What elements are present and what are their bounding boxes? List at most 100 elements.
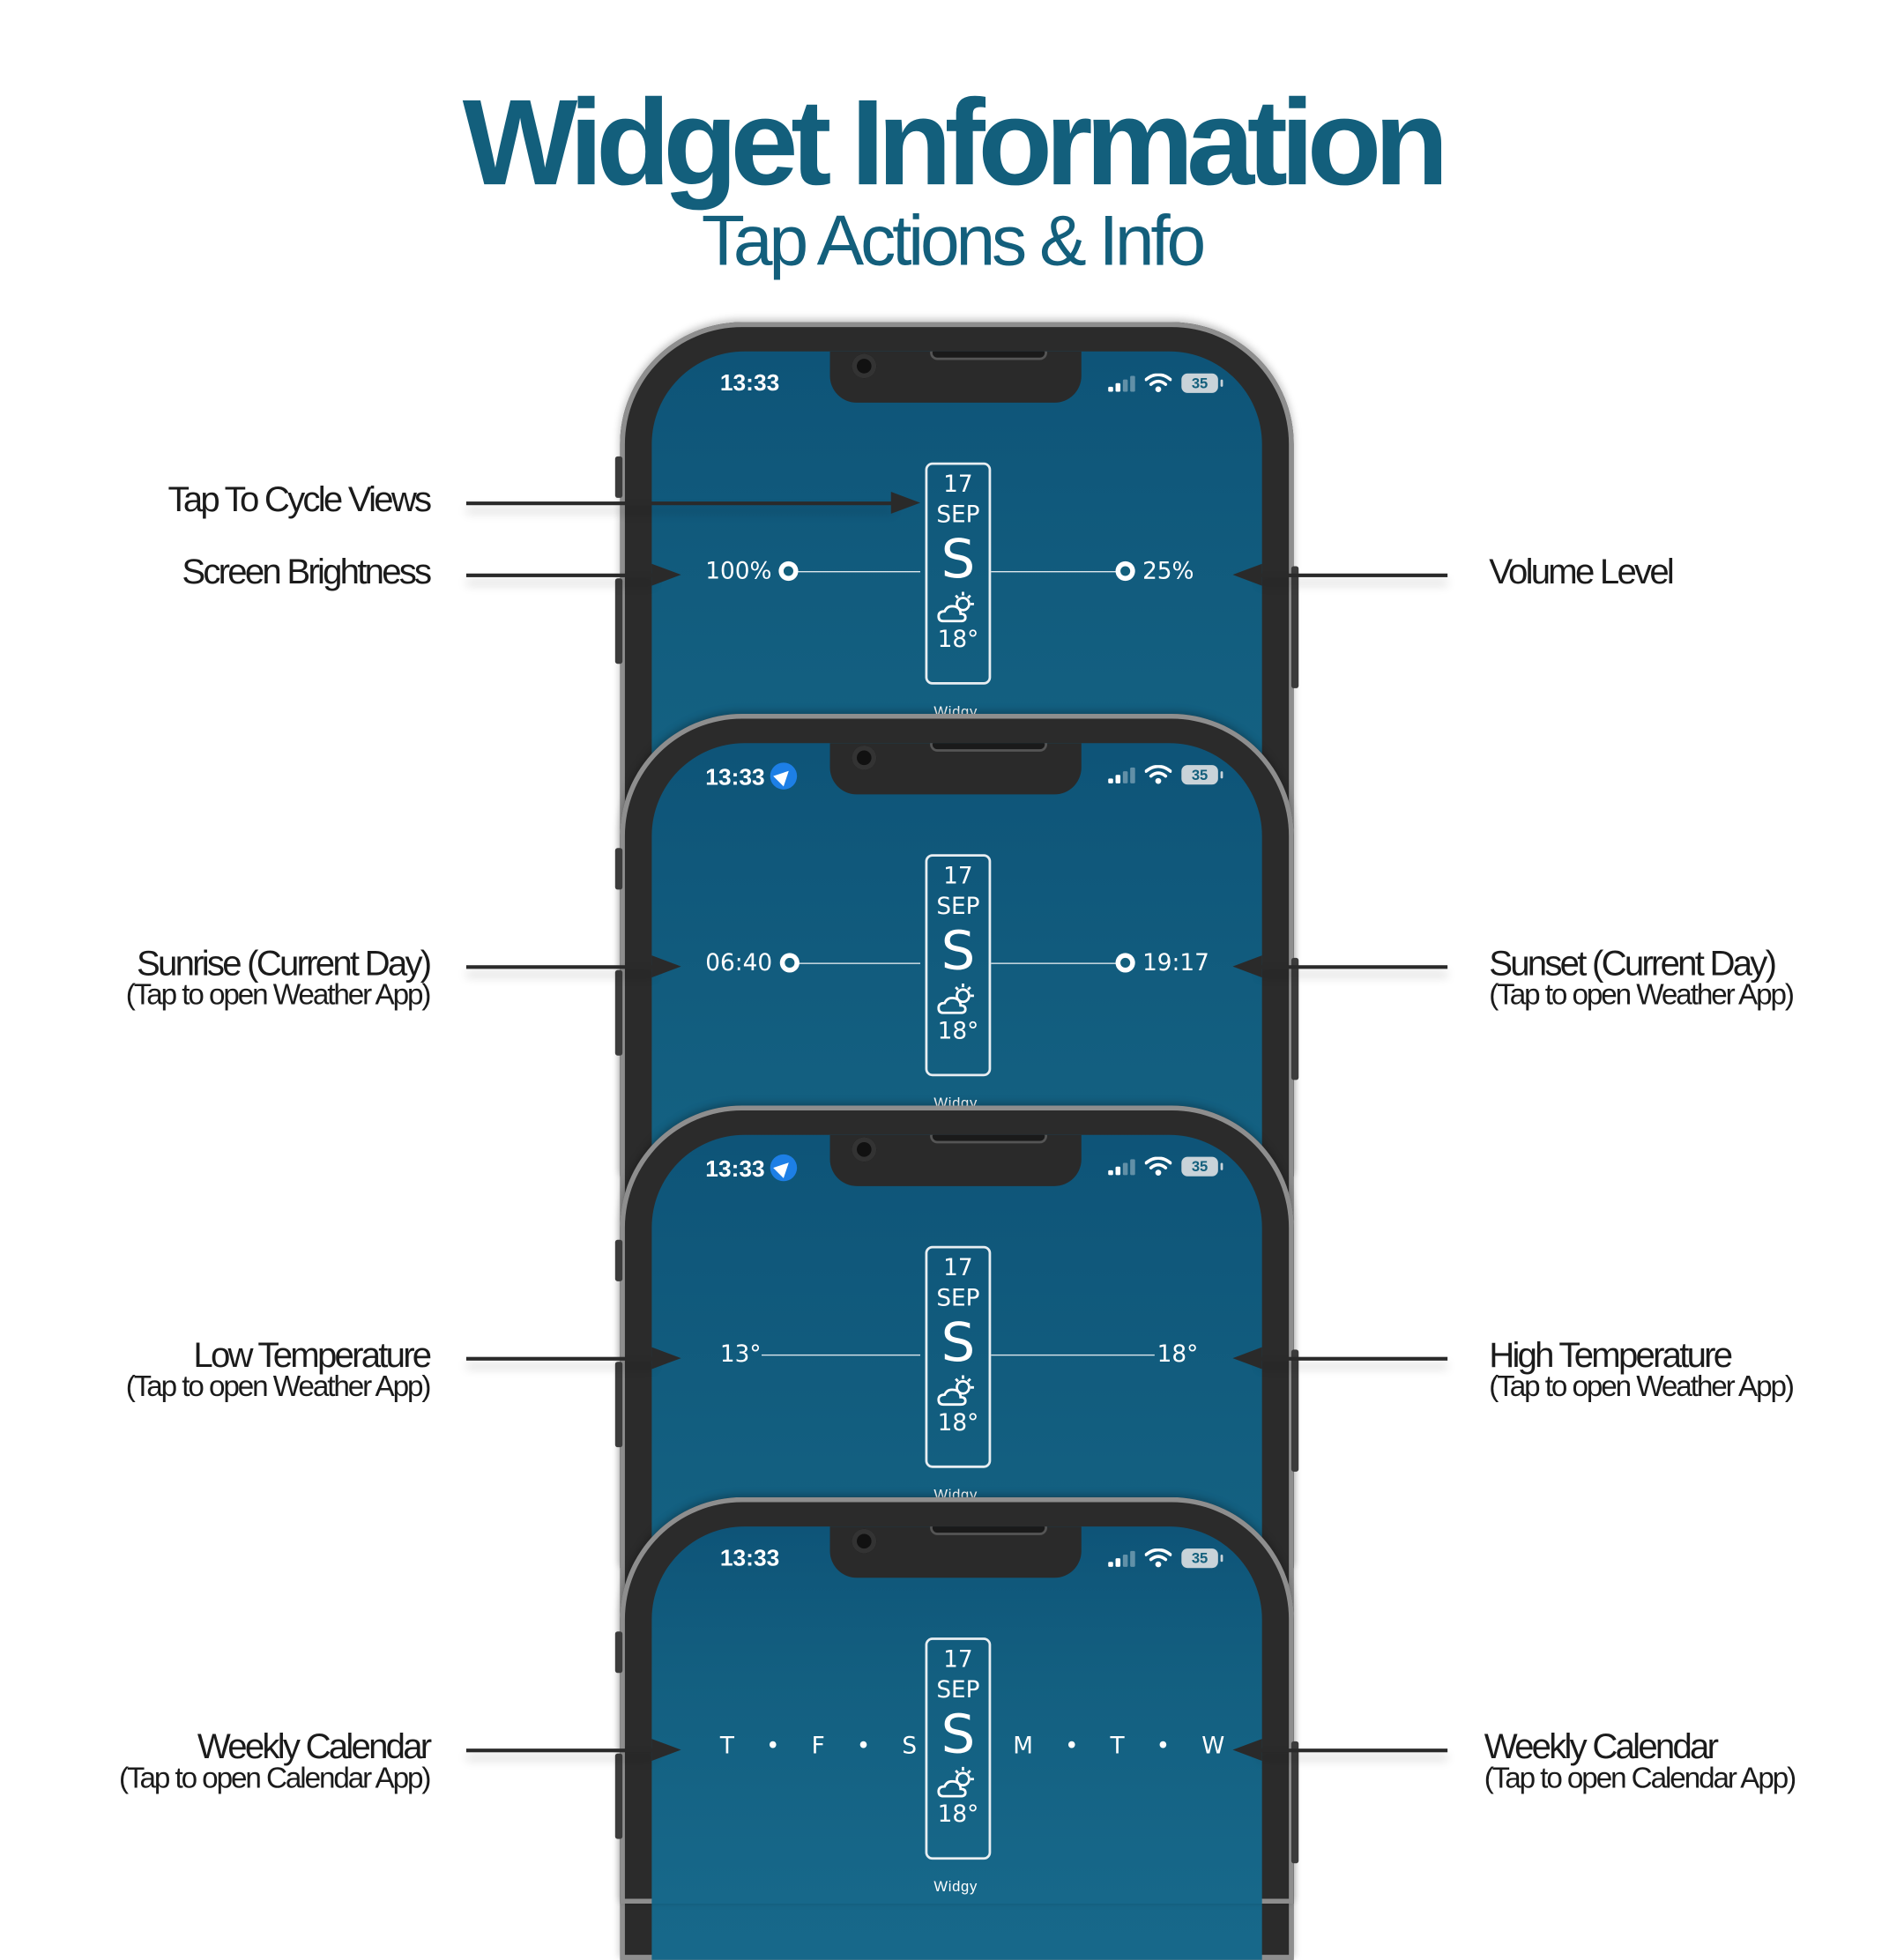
side-button — [614, 456, 623, 498]
label-high-temp-sub: (Tap to open Weather App) — [1489, 1370, 1795, 1404]
widget-day: 17 — [943, 1254, 973, 1281]
side-button — [614, 1239, 623, 1281]
low-temp-value[interactable]: 13° — [719, 1340, 762, 1369]
sun-brightness-icon — [778, 561, 800, 582]
widget-weekday: S — [941, 919, 976, 983]
sunrise-icon — [779, 953, 800, 973]
partly-sunny-icon — [927, 590, 988, 627]
sunset-text: 19:17 — [1142, 949, 1209, 976]
notch — [829, 351, 1082, 403]
speaker-grille — [932, 743, 1045, 750]
volume-text: 25% — [1142, 557, 1194, 585]
location-icon — [770, 762, 797, 790]
widget-temp: 18° — [937, 626, 979, 653]
brightness-text: 100% — [705, 557, 772, 585]
battery-icon: 35 — [1181, 1156, 1223, 1177]
connector-line — [991, 570, 1121, 573]
label-high-temp-title: High Temperature — [1489, 1336, 1733, 1376]
label-tap-to-cycle: Tap To Cycle Views — [167, 480, 433, 520]
page-title: Widget Information — [462, 74, 1449, 212]
widget-temp: 18° — [937, 1800, 979, 1829]
widget-cycle-button[interactable]: 17 SEP S 18° — [925, 1245, 992, 1468]
widget-temp: 18° — [937, 1409, 979, 1437]
label-low-temp: Low Temperature (Tap to open Weather App… — [125, 1336, 432, 1404]
camera-icon — [852, 745, 877, 770]
side-button — [614, 1753, 623, 1839]
arrow-left — [1232, 1739, 1448, 1761]
weekly-calendar-left[interactable]: T • F • S — [719, 1733, 918, 1760]
widget-month: SEP — [936, 1676, 980, 1704]
label-sunrise-sub: (Tap to open Weather App) — [125, 978, 432, 1012]
label-weekly-calendar-left: Weekly Calendar (Tap to open Calendar Ap… — [118, 1730, 432, 1795]
label-sunrise: Sunrise (Current Day) (Tap to open Weath… — [125, 947, 432, 1012]
brightness-value[interactable]: 100% — [705, 556, 800, 585]
battery-icon: 35 — [1181, 765, 1223, 785]
arrow-left — [1232, 955, 1448, 978]
side-button — [614, 578, 623, 664]
widget-month: SEP — [936, 1284, 980, 1312]
camera-icon — [852, 353, 877, 379]
label-sunset-sub: (Tap to open Weather App) — [1489, 978, 1795, 1012]
widget-cycle-button[interactable]: 17 SEP S 18° — [925, 1637, 992, 1860]
label-low-temp-title: Low Temperature — [193, 1336, 432, 1376]
high-temp-value[interactable]: 18° — [1157, 1340, 1199, 1369]
speaker-grille — [932, 1526, 1045, 1533]
camera-icon — [852, 1528, 877, 1554]
side-button — [1290, 957, 1299, 1080]
speaker-grille — [932, 351, 1045, 358]
signal-icon — [1108, 767, 1135, 783]
speaker-grille — [932, 1134, 1045, 1141]
widget-day: 17 — [943, 862, 973, 890]
widget-weekday: S — [941, 1703, 976, 1766]
wifi-icon — [1144, 1156, 1172, 1176]
label-weekly-left-sub: (Tap to open Calendar App) — [118, 1762, 432, 1795]
sunrise-value[interactable]: 06:40 — [705, 948, 800, 977]
side-button — [614, 1631, 623, 1674]
side-button — [1290, 1741, 1299, 1864]
widget-day: 17 — [943, 471, 973, 498]
status-time-with-location: 13:33 — [705, 1154, 797, 1184]
connector-line — [791, 570, 920, 573]
side-button — [1290, 1349, 1299, 1472]
side-button — [614, 969, 623, 1056]
status-icons: 35 — [1108, 373, 1223, 393]
status-time: 13:33 — [719, 370, 780, 397]
signal-icon — [1108, 1158, 1135, 1176]
notch — [829, 1134, 1082, 1186]
side-button — [614, 1362, 623, 1448]
widget-cycle-button[interactable]: 17 SEP S 18° — [925, 462, 992, 685]
widget-month: SEP — [936, 501, 980, 529]
signal-icon — [1108, 375, 1135, 392]
widget-app-label: Widgy — [933, 1877, 978, 1896]
partly-sunny-icon — [927, 981, 988, 1018]
widget-weekday: S — [941, 1311, 976, 1375]
weekly-calendar-right[interactable]: M • T • W — [1013, 1733, 1225, 1760]
label-screen-brightness: Screen Brightness — [182, 553, 432, 592]
arrow-left — [1232, 563, 1448, 586]
label-low-temp-sub: (Tap to open Weather App) — [125, 1370, 432, 1404]
speaker-icon — [1115, 561, 1135, 582]
battery-icon: 35 — [1181, 1548, 1223, 1569]
arrow-left — [1232, 1347, 1448, 1370]
arrow-right — [465, 955, 681, 978]
sunset-value[interactable]: 19:17 — [1115, 948, 1209, 977]
widget-cycle-button[interactable]: 17 SEP S 18° — [925, 854, 992, 1077]
arrow-right — [465, 491, 920, 514]
widget-temp: 18° — [937, 1017, 979, 1045]
partly-sunny-icon — [927, 1373, 988, 1410]
label-volume-level: Volume Level — [1489, 553, 1675, 592]
widget-month: SEP — [936, 893, 980, 920]
notch — [829, 1526, 1082, 1578]
status-time: 13:33 — [705, 765, 765, 791]
volume-value[interactable]: 25% — [1115, 556, 1194, 585]
sunset-icon — [1115, 953, 1135, 973]
location-icon — [770, 1154, 797, 1182]
side-button — [1290, 566, 1299, 688]
sunrise-text: 06:40 — [705, 949, 773, 976]
arrow-right — [465, 563, 681, 586]
label-weekly-right-title: Weekly Calendar — [1484, 1727, 1719, 1767]
wifi-icon — [1144, 765, 1172, 784]
page-subtitle: Tap Actions & Info — [701, 201, 1206, 281]
partly-sunny-icon — [927, 1764, 988, 1801]
label-weekly-right-sub: (Tap to open Calendar App) — [1484, 1762, 1797, 1795]
